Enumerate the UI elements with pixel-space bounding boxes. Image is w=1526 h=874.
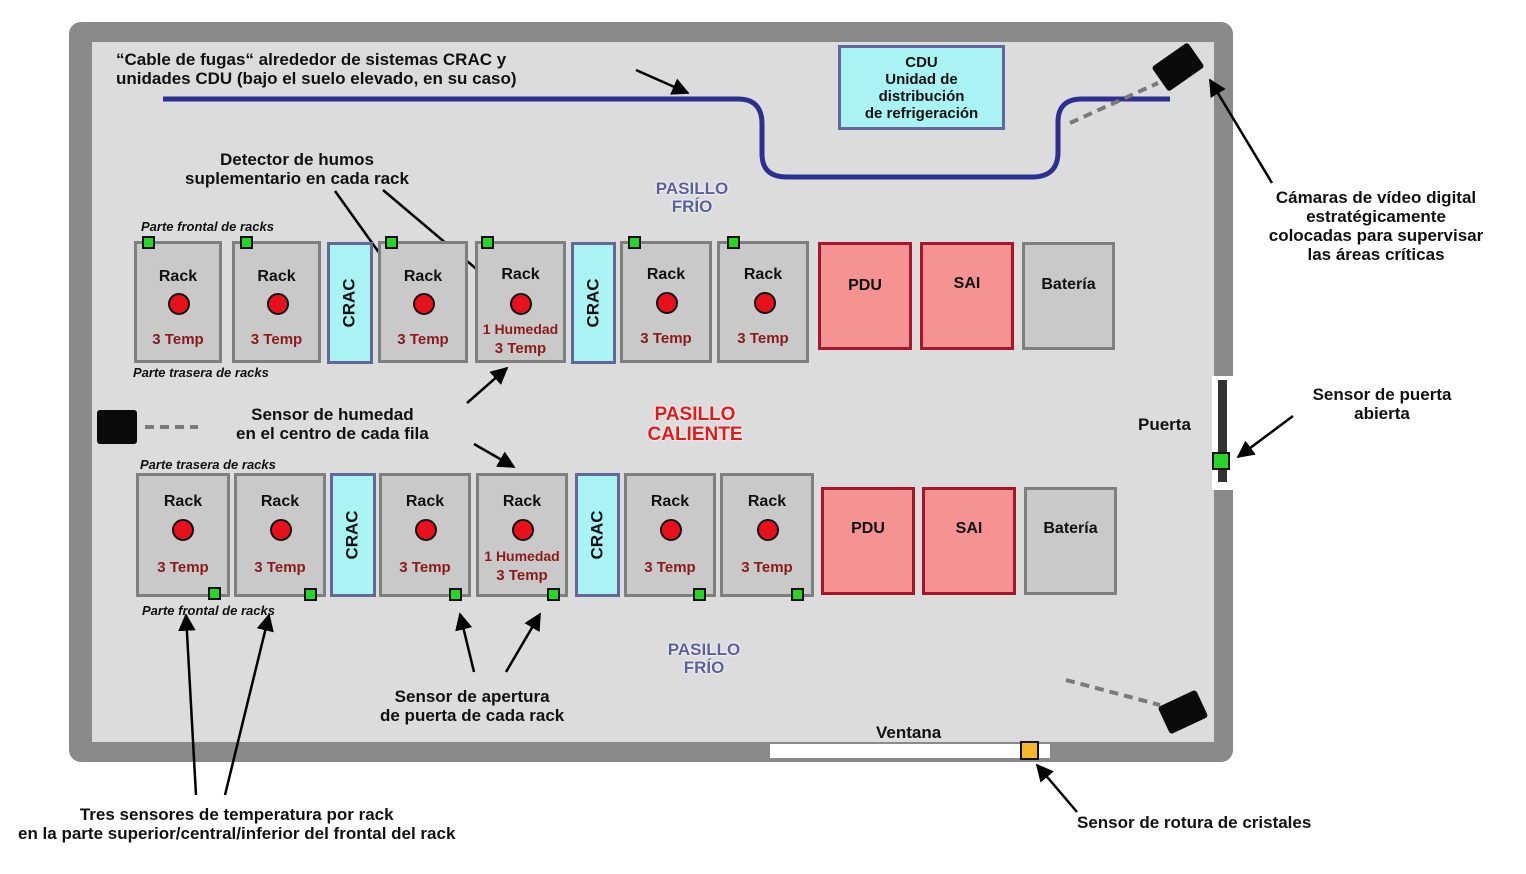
- arrow-glass: [1035, 763, 1078, 813]
- camera-view-se: [1065, 678, 1161, 707]
- row2-back-label: Parte trasera de racks: [140, 457, 276, 472]
- rack: Rack 3 Temp: [620, 241, 712, 363]
- rack: Rack 3 Temp: [624, 473, 716, 597]
- room-floor: [92, 42, 1214, 742]
- smoke-detector-icon: [270, 519, 292, 541]
- glass-break-sensor-icon: [1020, 741, 1039, 760]
- glass-break-sensor-label: Sensor de rotura de cristales: [1077, 813, 1312, 832]
- arrow-cameras: [1208, 78, 1274, 184]
- green-sensor-icon: [449, 588, 462, 601]
- smoke-detector-icon: [510, 293, 532, 315]
- smoke-detector-label: Detector de humos suplementario en cada …: [185, 150, 409, 188]
- green-sensor-icon: [481, 236, 494, 249]
- pdu-unit: PDU: [818, 242, 912, 350]
- pdu-unit: PDU: [821, 487, 915, 595]
- crac-unit: CRAC: [330, 473, 376, 597]
- rack-door-sensor-label: Sensor de apertura de puerta de cada rac…: [380, 687, 565, 725]
- smoke-detector-icon: [172, 519, 194, 541]
- smoke-detector-icon: [168, 293, 190, 315]
- battery-unit: Batería: [1024, 487, 1117, 595]
- green-sensor-icon: [693, 588, 706, 601]
- humidity-sensor-label: Sensor de humedad en el centro de cada f…: [236, 405, 429, 443]
- ups-unit: SAI: [922, 487, 1016, 595]
- smoke-detector-icon: [656, 292, 678, 314]
- green-sensor-icon: [240, 236, 253, 249]
- rack: Rack 3 Temp: [232, 241, 321, 363]
- camera-view-ne: [1069, 81, 1159, 125]
- arrow-door-rack-2: [504, 612, 542, 673]
- green-sensor-icon: [385, 236, 398, 249]
- rack: Rack 1 Humedad 3 Temp: [476, 473, 568, 597]
- green-sensor-icon: [628, 236, 641, 249]
- cdu-title: CDU: [905, 53, 938, 71]
- green-sensor-icon: [727, 236, 740, 249]
- arrow-humidity-1: [466, 366, 509, 404]
- arrow-humidity-2: [473, 442, 516, 469]
- arrow-leak: [635, 68, 690, 95]
- rack: Rack 3 Temp: [136, 473, 230, 597]
- arrow-temp-1: [178, 613, 198, 796]
- crac-unit: CRAC: [327, 242, 373, 364]
- battery-unit: Batería: [1022, 242, 1115, 350]
- camera-icon: [97, 410, 137, 444]
- door-sensor-label: Sensor de puerta abierta: [1312, 385, 1452, 423]
- rack: Rack 3 Temp: [134, 241, 222, 363]
- rack: Rack 3 Temp: [378, 241, 468, 363]
- green-sensor-icon: [791, 588, 804, 601]
- smoke-detector-icon: [267, 293, 289, 315]
- row1-back-label: Parte trasera de racks: [133, 365, 269, 380]
- rack: Rack 3 Temp: [720, 473, 814, 597]
- green-sensor-icon: [547, 588, 560, 601]
- leak-cable: [163, 96, 1170, 180]
- row2-front-label: Parte frontal de racks: [142, 603, 275, 618]
- cdu-unit: CDU Unidad de distribución de refrigerac…: [838, 45, 1005, 130]
- rack: Rack 3 Temp: [717, 241, 809, 363]
- ups-unit: SAI: [920, 242, 1014, 350]
- crac-unit: CRAC: [571, 242, 616, 364]
- door-label: Puerta: [1138, 415, 1191, 434]
- smoke-detector-icon: [757, 519, 779, 541]
- green-sensor-icon: [304, 588, 317, 601]
- temperature-sensors-label: Tres sensores de temperatura por rack en…: [18, 805, 456, 843]
- leak-cable-label: “Cable de fugas“ alrededor de sistemas C…: [116, 50, 517, 88]
- rack: Rack 3 Temp: [234, 473, 326, 597]
- row1-front-label: Parte frontal de racks: [141, 219, 274, 234]
- door-leaf: [1218, 380, 1227, 482]
- rack: Rack 3 Temp: [379, 473, 471, 597]
- crac-unit: CRAC: [575, 473, 620, 597]
- window-opening: [770, 744, 1050, 758]
- arrow-temp-2: [223, 613, 274, 796]
- smoke-detector-icon: [415, 519, 437, 541]
- green-sensor-icon: [208, 587, 221, 600]
- smoke-detector-icon: [413, 293, 435, 315]
- smoke-detector-icon: [512, 519, 534, 541]
- green-sensor-icon: [142, 236, 155, 249]
- door-sensor-icon: [1212, 452, 1230, 470]
- rack: Rack 1 Humedad 3 Temp: [475, 241, 566, 363]
- smoke-detector-icon: [754, 292, 776, 314]
- smoke-detector-icon: [660, 519, 682, 541]
- window-label: Ventana: [876, 723, 942, 742]
- cameras-label: Cámaras de vídeo digital estratégicament…: [1268, 188, 1484, 264]
- arrow-door-sensor: [1236, 414, 1294, 459]
- arrow-door-rack-1: [455, 612, 476, 673]
